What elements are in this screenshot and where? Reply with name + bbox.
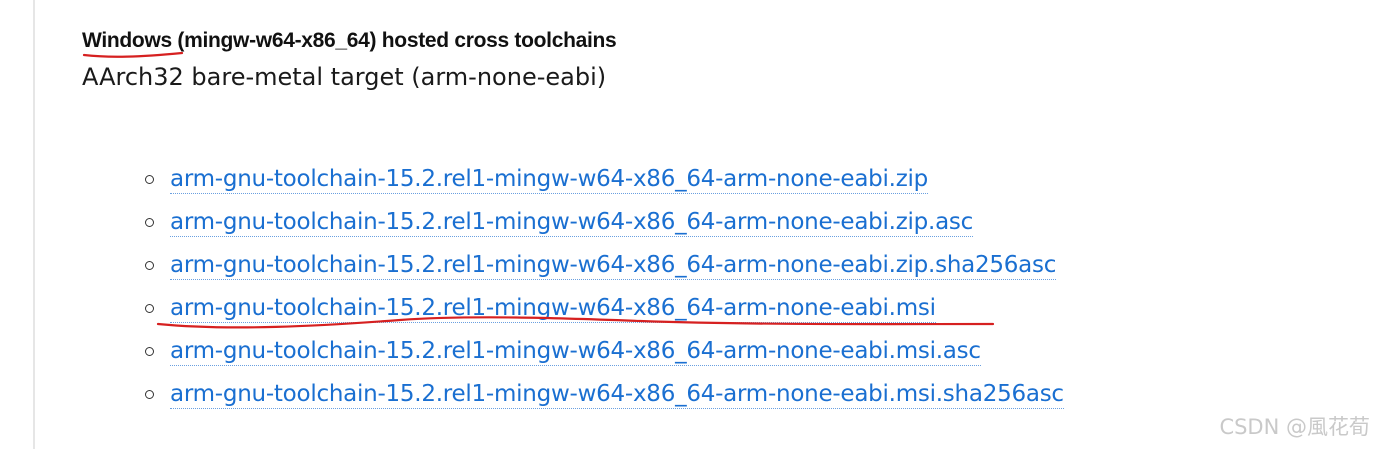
list-item: arm-gnu-toolchain-15.2.rel1-mingw-w64-x8… — [145, 373, 1064, 416]
circle-bullet-icon — [145, 304, 154, 313]
circle-bullet-icon — [145, 218, 154, 227]
list-item: arm-gnu-toolchain-15.2.rel1-mingw-w64-x8… — [145, 287, 1064, 330]
download-link-msi[interactable]: arm-gnu-toolchain-15.2.rel1-mingw-w64-x8… — [170, 295, 936, 323]
download-link-zip-sha256asc[interactable]: arm-gnu-toolchain-15.2.rel1-mingw-w64-x8… — [170, 252, 1057, 280]
section-heading: Windows (mingw-w64-x86_64) hosted cross … — [82, 29, 617, 52]
list-item: arm-gnu-toolchain-15.2.rel1-mingw-w64-x8… — [145, 330, 1064, 373]
content-divider — [33, 0, 35, 449]
circle-bullet-icon — [145, 390, 154, 399]
circle-bullet-icon — [145, 175, 154, 184]
download-link-zip-asc[interactable]: arm-gnu-toolchain-15.2.rel1-mingw-w64-x8… — [170, 209, 974, 237]
section-subheading: AArch32 bare-metal target (arm-none-eabi… — [82, 63, 607, 91]
download-file-list: arm-gnu-toolchain-15.2.rel1-mingw-w64-x8… — [145, 158, 1064, 416]
download-link-zip[interactable]: arm-gnu-toolchain-15.2.rel1-mingw-w64-x8… — [170, 166, 929, 194]
csdn-watermark: CSDN @風花荀 — [1219, 415, 1370, 439]
circle-bullet-icon — [145, 347, 154, 356]
list-item: arm-gnu-toolchain-15.2.rel1-mingw-w64-x8… — [145, 201, 1064, 244]
download-link-msi-sha256asc[interactable]: arm-gnu-toolchain-15.2.rel1-mingw-w64-x8… — [170, 381, 1064, 409]
download-link-msi-asc[interactable]: arm-gnu-toolchain-15.2.rel1-mingw-w64-x8… — [170, 338, 981, 366]
list-item: arm-gnu-toolchain-15.2.rel1-mingw-w64-x8… — [145, 158, 1064, 201]
circle-bullet-icon — [145, 261, 154, 270]
list-item: arm-gnu-toolchain-15.2.rel1-mingw-w64-x8… — [145, 244, 1064, 287]
